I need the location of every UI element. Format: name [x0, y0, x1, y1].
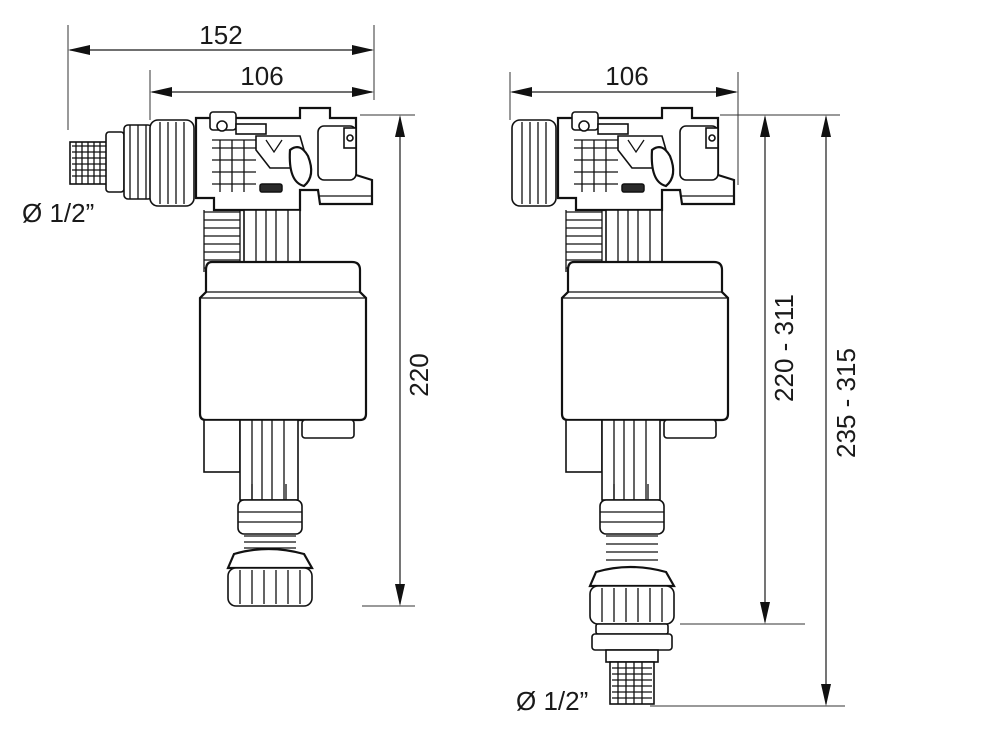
left-dim-106: 106	[149, 61, 374, 120]
left-top-nut	[149, 119, 195, 207]
right-dim-235-315-label: 235 - 315	[831, 348, 861, 458]
right-inlet-diameter-label: Ø 1/2”	[516, 686, 588, 716]
right-valve-view: 106 220 - 311 235 - 315 Ø 1/2”	[509, 61, 861, 716]
left-riser-lower	[203, 419, 355, 535]
right-dim-235-315: 235 - 315	[650, 115, 861, 707]
right-float-body	[560, 260, 730, 422]
right-riser-lower	[565, 419, 717, 535]
left-inlet-diameter-label: Ø 1/2”	[22, 198, 94, 228]
left-dim-152-label: 152	[199, 20, 242, 50]
right-dim-106: 106	[509, 61, 739, 185]
left-head-mechanism	[194, 106, 374, 212]
left-dim-152: 152	[67, 20, 375, 130]
left-dim-220-label: 220	[404, 353, 434, 396]
left-bottom-nut	[226, 535, 314, 607]
right-top-nut	[511, 119, 557, 207]
right-dim-220-311-label: 220 - 311	[769, 294, 799, 402]
left-dim-220: 220	[360, 114, 434, 607]
right-head-mechanism	[556, 106, 736, 212]
left-valve-view: 152 106 220 Ø 1/2”	[22, 20, 434, 607]
right-dim-220-311: 220 - 311	[680, 114, 840, 625]
right-bottom-inlet	[591, 623, 673, 705]
right-bottom-nut	[588, 535, 676, 625]
right-dim-106-label: 106	[605, 61, 648, 91]
left-float-body	[198, 260, 368, 422]
left-dim-106-label: 106	[240, 61, 283, 91]
left-side-inlet	[69, 124, 153, 200]
